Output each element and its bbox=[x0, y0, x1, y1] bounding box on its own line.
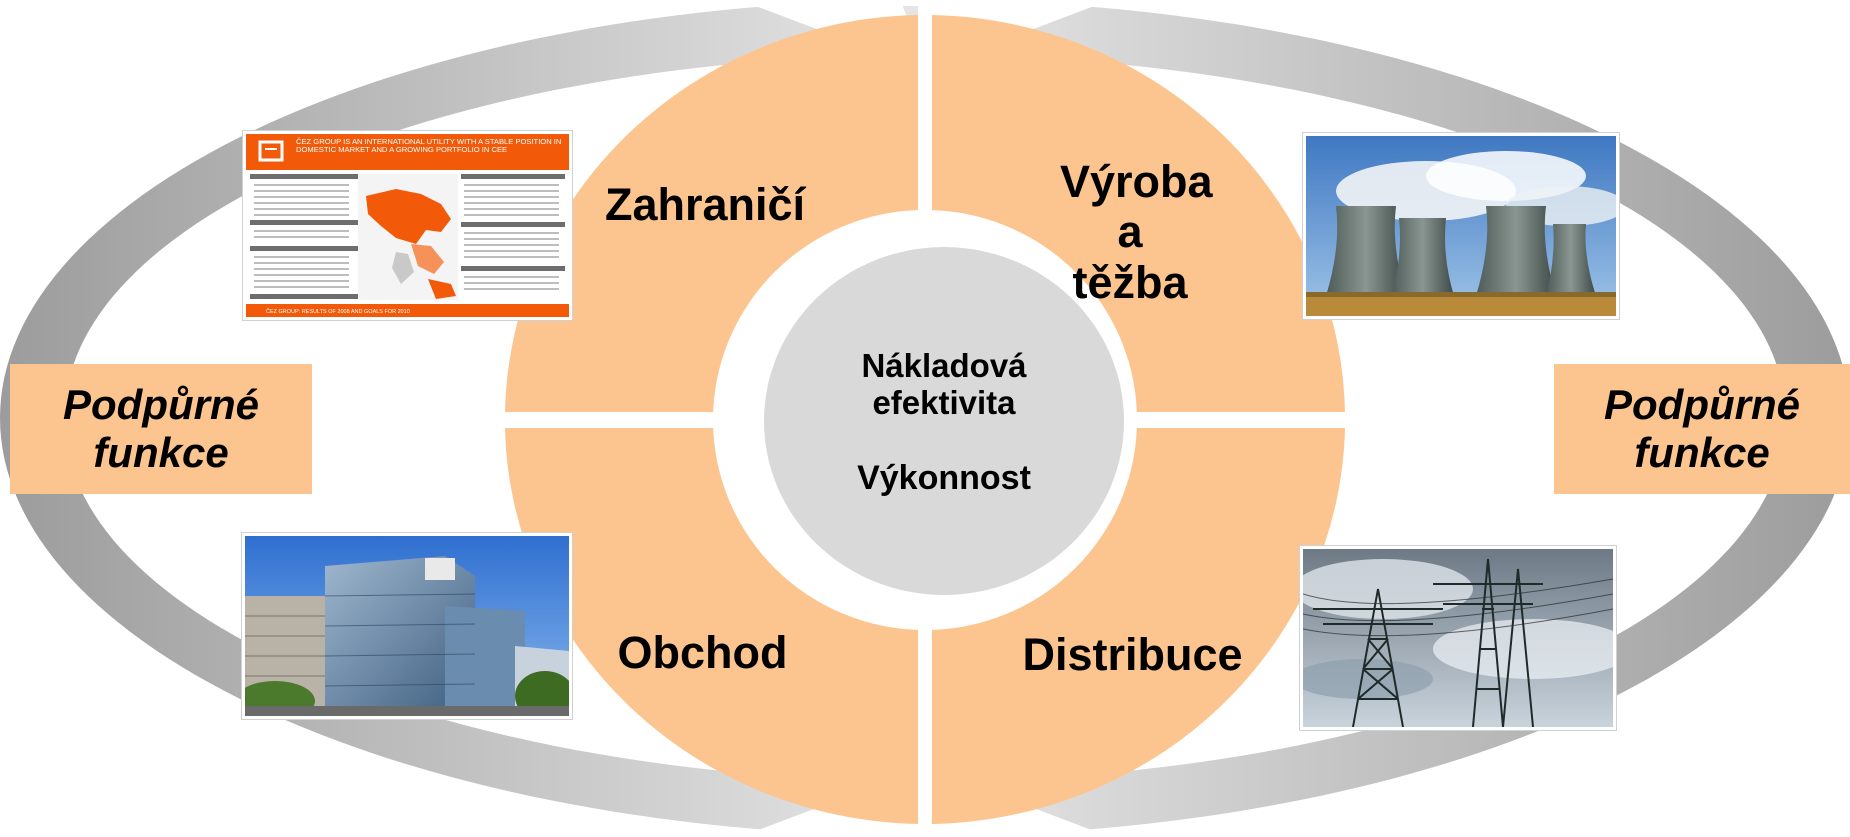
slide-title: ČEZ GROUP IS AN INTERNATIONAL UTILITY WI… bbox=[296, 137, 562, 154]
center-label-performance: Výkonnost bbox=[857, 459, 1031, 497]
quadrant-label-production-mining: Výroba a těžba bbox=[1060, 156, 1213, 308]
side-box-right-line-2: funkce bbox=[1634, 429, 1770, 476]
center-label-cost-efficiency: Nákladová efektivita bbox=[784, 347, 1104, 422]
presentation-slide-thumbnail: ČEZ GROUP IS AN INTERNATIONAL UTILITY WI… bbox=[243, 131, 572, 320]
power-pylon-graphic bbox=[1303, 549, 1613, 727]
power-pylon-photo bbox=[1300, 546, 1616, 730]
office-building-photo bbox=[242, 533, 572, 719]
side-box-left-line-2: funkce bbox=[93, 429, 229, 476]
quadrant-label-trade: Obchod bbox=[617, 627, 788, 678]
side-box-right-line-1: Podpůrné bbox=[1604, 380, 1800, 428]
side-box-left-line-1: Podpůrné bbox=[63, 380, 259, 428]
quadrant-label-abroad: Zahraničí bbox=[604, 179, 806, 230]
side-box-left-support-functions: Podpůrné funkce bbox=[10, 364, 312, 494]
center-circle bbox=[764, 247, 1124, 595]
production-line-2: a těžba bbox=[1072, 206, 1188, 308]
side-box-right-support-functions: Podpůrné funkce bbox=[1554, 364, 1850, 494]
cooling-towers-graphic bbox=[1306, 136, 1616, 316]
office-building-graphic bbox=[245, 536, 569, 716]
center-line-2: efektivita bbox=[872, 383, 1016, 421]
quadrant-label-distribution: Distribuce bbox=[1022, 629, 1243, 680]
slide-footer: ČEZ GROUP: RESULTS OF 2008 AND GOALS FOR… bbox=[246, 308, 569, 317]
center-line-1: Nákladová bbox=[861, 347, 1027, 384]
slide-graphic bbox=[246, 134, 569, 317]
production-line-1: Výroba bbox=[1060, 156, 1213, 207]
cooling-towers-photo bbox=[1303, 133, 1619, 319]
